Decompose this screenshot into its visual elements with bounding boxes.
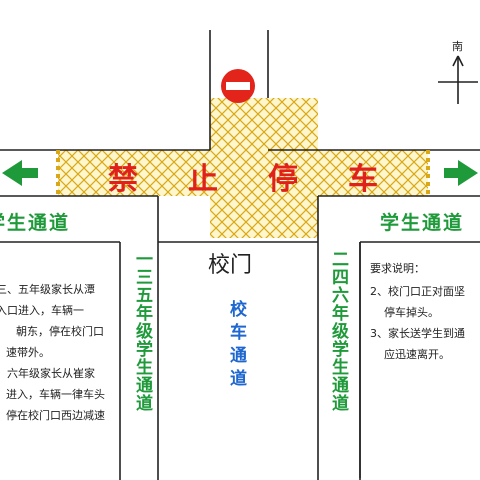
compass-icon — [438, 55, 478, 104]
left-note-line: 、六年级家长从崔家 — [0, 367, 95, 380]
right-student-channel-label: 学生通道 — [380, 212, 465, 234]
left-note-line: 进入，车辆一律车头 — [6, 388, 105, 401]
no-parking-char: 止 — [188, 162, 218, 197]
right-notes: 要求说明： 2、校门口正对面坚 停车掉头。 3、家长送学生到通 应迅速离开。 — [370, 258, 480, 365]
left-note-line: : — [0, 258, 118, 279]
right-notes-title: 要求说明： — [370, 262, 425, 275]
school-gate-label: 校门 — [208, 253, 253, 278]
left-note-line: 入口进入，车辆一 — [0, 304, 84, 317]
grade-246-channel-label: 二四六年级学生通道 — [328, 250, 348, 412]
left-note-line: 停在校门口西边减速 — [6, 409, 105, 422]
road-borders — [0, 30, 480, 480]
right-note-line: 应迅速离开。 — [384, 348, 450, 361]
left-note-line: 速带外。 — [6, 346, 50, 359]
school-bus-channel-label: 校车通道 — [226, 300, 246, 392]
right-note-line: 停车掉头。 — [384, 306, 439, 319]
left-note-line: 朝东，停在校门口 — [16, 325, 104, 338]
right-note-line: 3、家长送学生到通 — [370, 327, 465, 340]
right-note-line: 2、校门口正对面坚 — [370, 285, 465, 298]
compass-label: 南 — [452, 40, 463, 53]
left-student-channel-label: 学生通道 — [0, 212, 71, 234]
no-parking-zone — [58, 98, 428, 238]
no-parking-char: 停 — [268, 162, 298, 197]
arrow-left-icon — [2, 160, 38, 186]
no-parking-char: 禁 — [108, 162, 138, 197]
left-note-line: 三、五年级家长从潭 — [0, 283, 95, 296]
no-parking-text: 禁 止 停 车 — [108, 154, 378, 198]
no-entry-sign-icon — [221, 69, 255, 103]
no-parking-char: 车 — [348, 162, 378, 197]
grade-135-channel-label: 一三五年级学生通道 — [132, 250, 152, 412]
left-notes: : 三、五年级家长从潭 入口进入，车辆一 朝东，停在校门口 速带外。 、六年级家… — [0, 258, 118, 426]
arrow-right-icon — [444, 160, 478, 186]
